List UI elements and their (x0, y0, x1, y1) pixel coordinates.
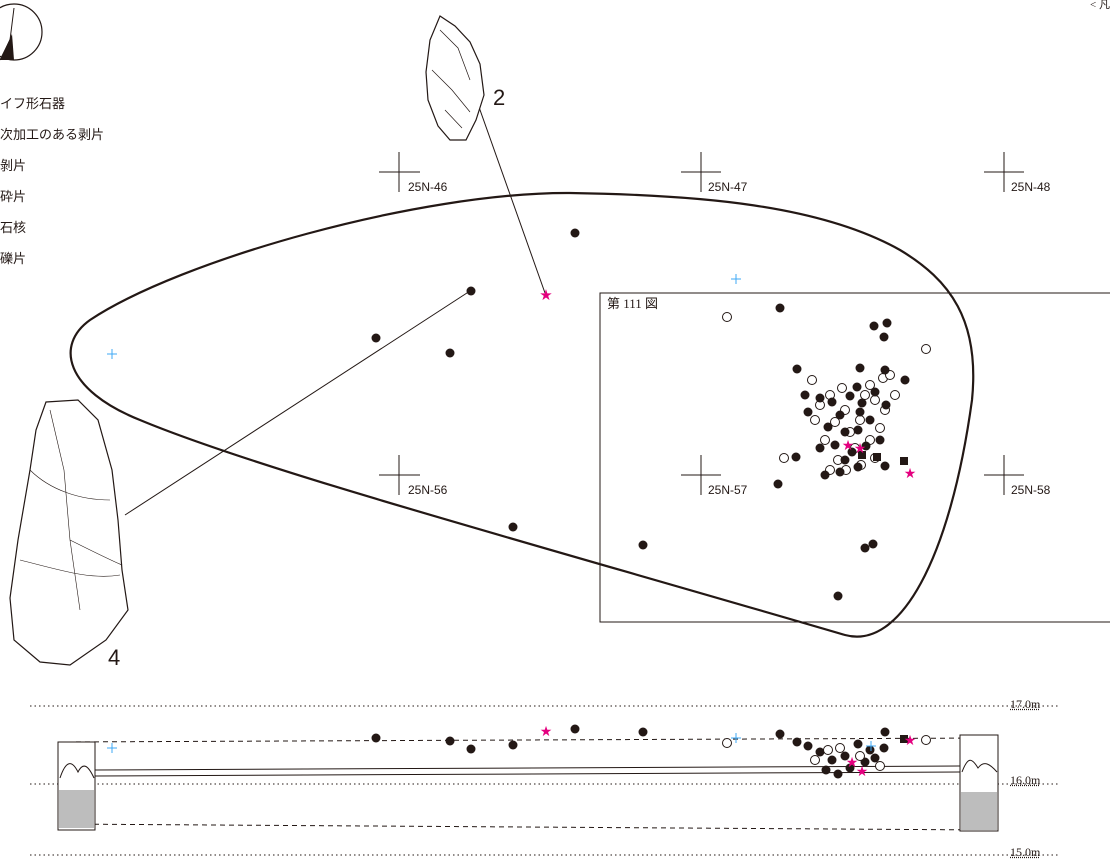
plan-point (860, 543, 870, 553)
svg-text:★: ★ (856, 764, 869, 780)
elevation-label-15: 15.0m (1010, 845, 1041, 859)
star-marker: ★ (854, 441, 867, 457)
grid-label-25n56: 25N-56 (408, 483, 448, 497)
plan-point (570, 228, 580, 238)
artifact-number-2: 2 (493, 85, 506, 110)
legend-item-flake: 剝片 (0, 158, 27, 173)
plan-point (722, 312, 732, 322)
test-pit-left-fill (59, 790, 94, 828)
test-pit-right-fill (961, 792, 997, 830)
star-marker: ★ (539, 286, 552, 304)
grid-cross-25n47 (681, 152, 721, 192)
leader-line-4 (124, 290, 471, 516)
plan-point (882, 318, 892, 328)
plan-point (868, 539, 878, 549)
north-arrow (0, 3, 43, 61)
grid-cross-25n48 (984, 152, 1024, 192)
leader-line-2 (473, 92, 546, 294)
plan-point (466, 286, 476, 296)
legend-item-retouched-flake: 次加工のある剥片 (0, 127, 105, 142)
legend-item-gravel-fragment: 礫片 (0, 251, 27, 266)
plan-scatter-points (371, 228, 892, 601)
legend-item-knife-shaped-tool: イフ形石器 (0, 96, 66, 111)
star-marker: ★ (842, 438, 855, 454)
svg-text:★: ★ (904, 733, 917, 749)
plan-point (833, 591, 843, 601)
blue-cross-markers (107, 274, 741, 359)
artifact-concentration-outline (69, 191, 975, 638)
svg-text:★: ★ (540, 724, 553, 740)
plan-point (508, 522, 518, 532)
section-profile: ★★★★ (30, 705, 1060, 856)
svg-text:★: ★ (846, 755, 859, 771)
star-marker: ★ (904, 466, 917, 482)
figure-111-frame (599, 292, 1110, 623)
grid-cross-25n57 (681, 455, 721, 495)
plan-open-points (722, 312, 931, 463)
legend-item-chip: 砕片 (0, 189, 27, 204)
grid-label-25n58: 25N-58 (1011, 483, 1051, 497)
grid-cross-25n58 (984, 455, 1024, 495)
grid-label-25n48: 25N-48 (1011, 180, 1051, 194)
legend: イフ形石器 次加工のある剥片 剝片 砕片 石核 礫片 (0, 88, 104, 274)
legend-item-core: 石核 (0, 220, 27, 235)
artifact-4-drawing (9, 399, 129, 666)
plan-point (779, 453, 789, 463)
artifact-2-drawing (425, 15, 485, 141)
plan-point (879, 332, 889, 342)
grid-label-25n57: 25N-57 (708, 483, 748, 497)
grid-cross-25n46 (379, 152, 420, 192)
elevation-label-17: 17.0m (1010, 697, 1041, 711)
plan-point (773, 479, 783, 489)
artifact-number-4: 4 (108, 645, 121, 670)
grid-cross-25n56 (379, 455, 420, 495)
elevation-label-16: 16.0m (1010, 773, 1041, 787)
plan-point (921, 344, 931, 354)
grid-label-25n47: 25N-47 (708, 180, 748, 194)
plan-point (371, 333, 381, 343)
grid-crosses (379, 152, 1024, 495)
corner-text: < 凡 (1090, 0, 1110, 11)
plan-point (445, 348, 455, 358)
grid-label-25n46: 25N-46 (408, 180, 448, 194)
plan-point (638, 540, 648, 550)
plan-artifact-cluster: ★ ★ ★ (791, 363, 917, 482)
plan-point (869, 321, 879, 331)
figure-reference: 第 111 図 (607, 296, 659, 311)
plan-point (775, 303, 785, 313)
